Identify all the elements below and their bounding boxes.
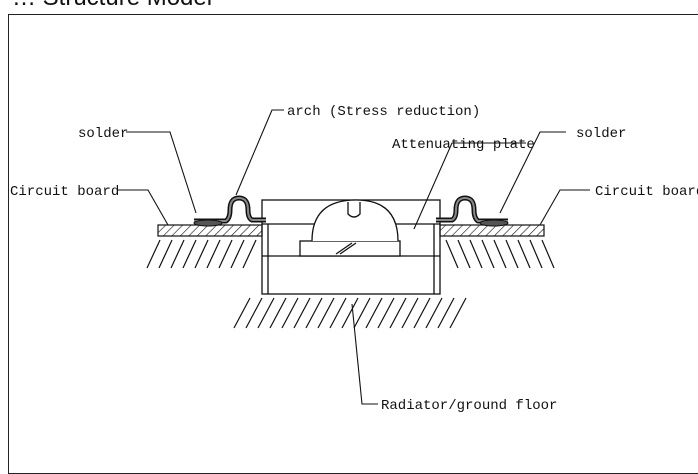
- ground-hatch-left: [146, 239, 257, 269]
- label-attenuating-plate: Attenuating plate: [392, 137, 535, 153]
- plate-mark-2: [339, 242, 357, 255]
- diagram-title-partial: … Structure Model: [12, 0, 212, 10]
- attenuating-plate-shape: [299, 240, 401, 257]
- label-circuit-board-left: Circuit board: [10, 184, 119, 200]
- label-solder-left: solder: [78, 126, 128, 142]
- plate-mark: [335, 242, 353, 255]
- label-radiator: Radiator/ground floor: [381, 398, 557, 414]
- label-arch: arch (Stress reduction): [287, 104, 480, 120]
- circuit-board-left-shape: [157, 224, 263, 237]
- label-circuit-board-right: Circuit board: [595, 184, 698, 200]
- dome-notch: [347, 202, 361, 218]
- ground-hatch-right: [445, 239, 555, 269]
- dome-lens: [311, 199, 399, 242]
- lead-left-inner: [194, 197, 266, 222]
- lead-right-inner: [436, 197, 508, 222]
- leader-lines: [118, 109, 590, 405]
- solder-left-blob: [193, 219, 223, 227]
- diagram-canvas: solder arch (Stress reduction) Attenuati…: [10, 104, 698, 414]
- label-solder-right: solder: [576, 126, 626, 142]
- radiator-base-hatch: [233, 297, 467, 329]
- solder-right-blob: [479, 219, 509, 227]
- circuit-board-right-shape: [439, 224, 545, 237]
